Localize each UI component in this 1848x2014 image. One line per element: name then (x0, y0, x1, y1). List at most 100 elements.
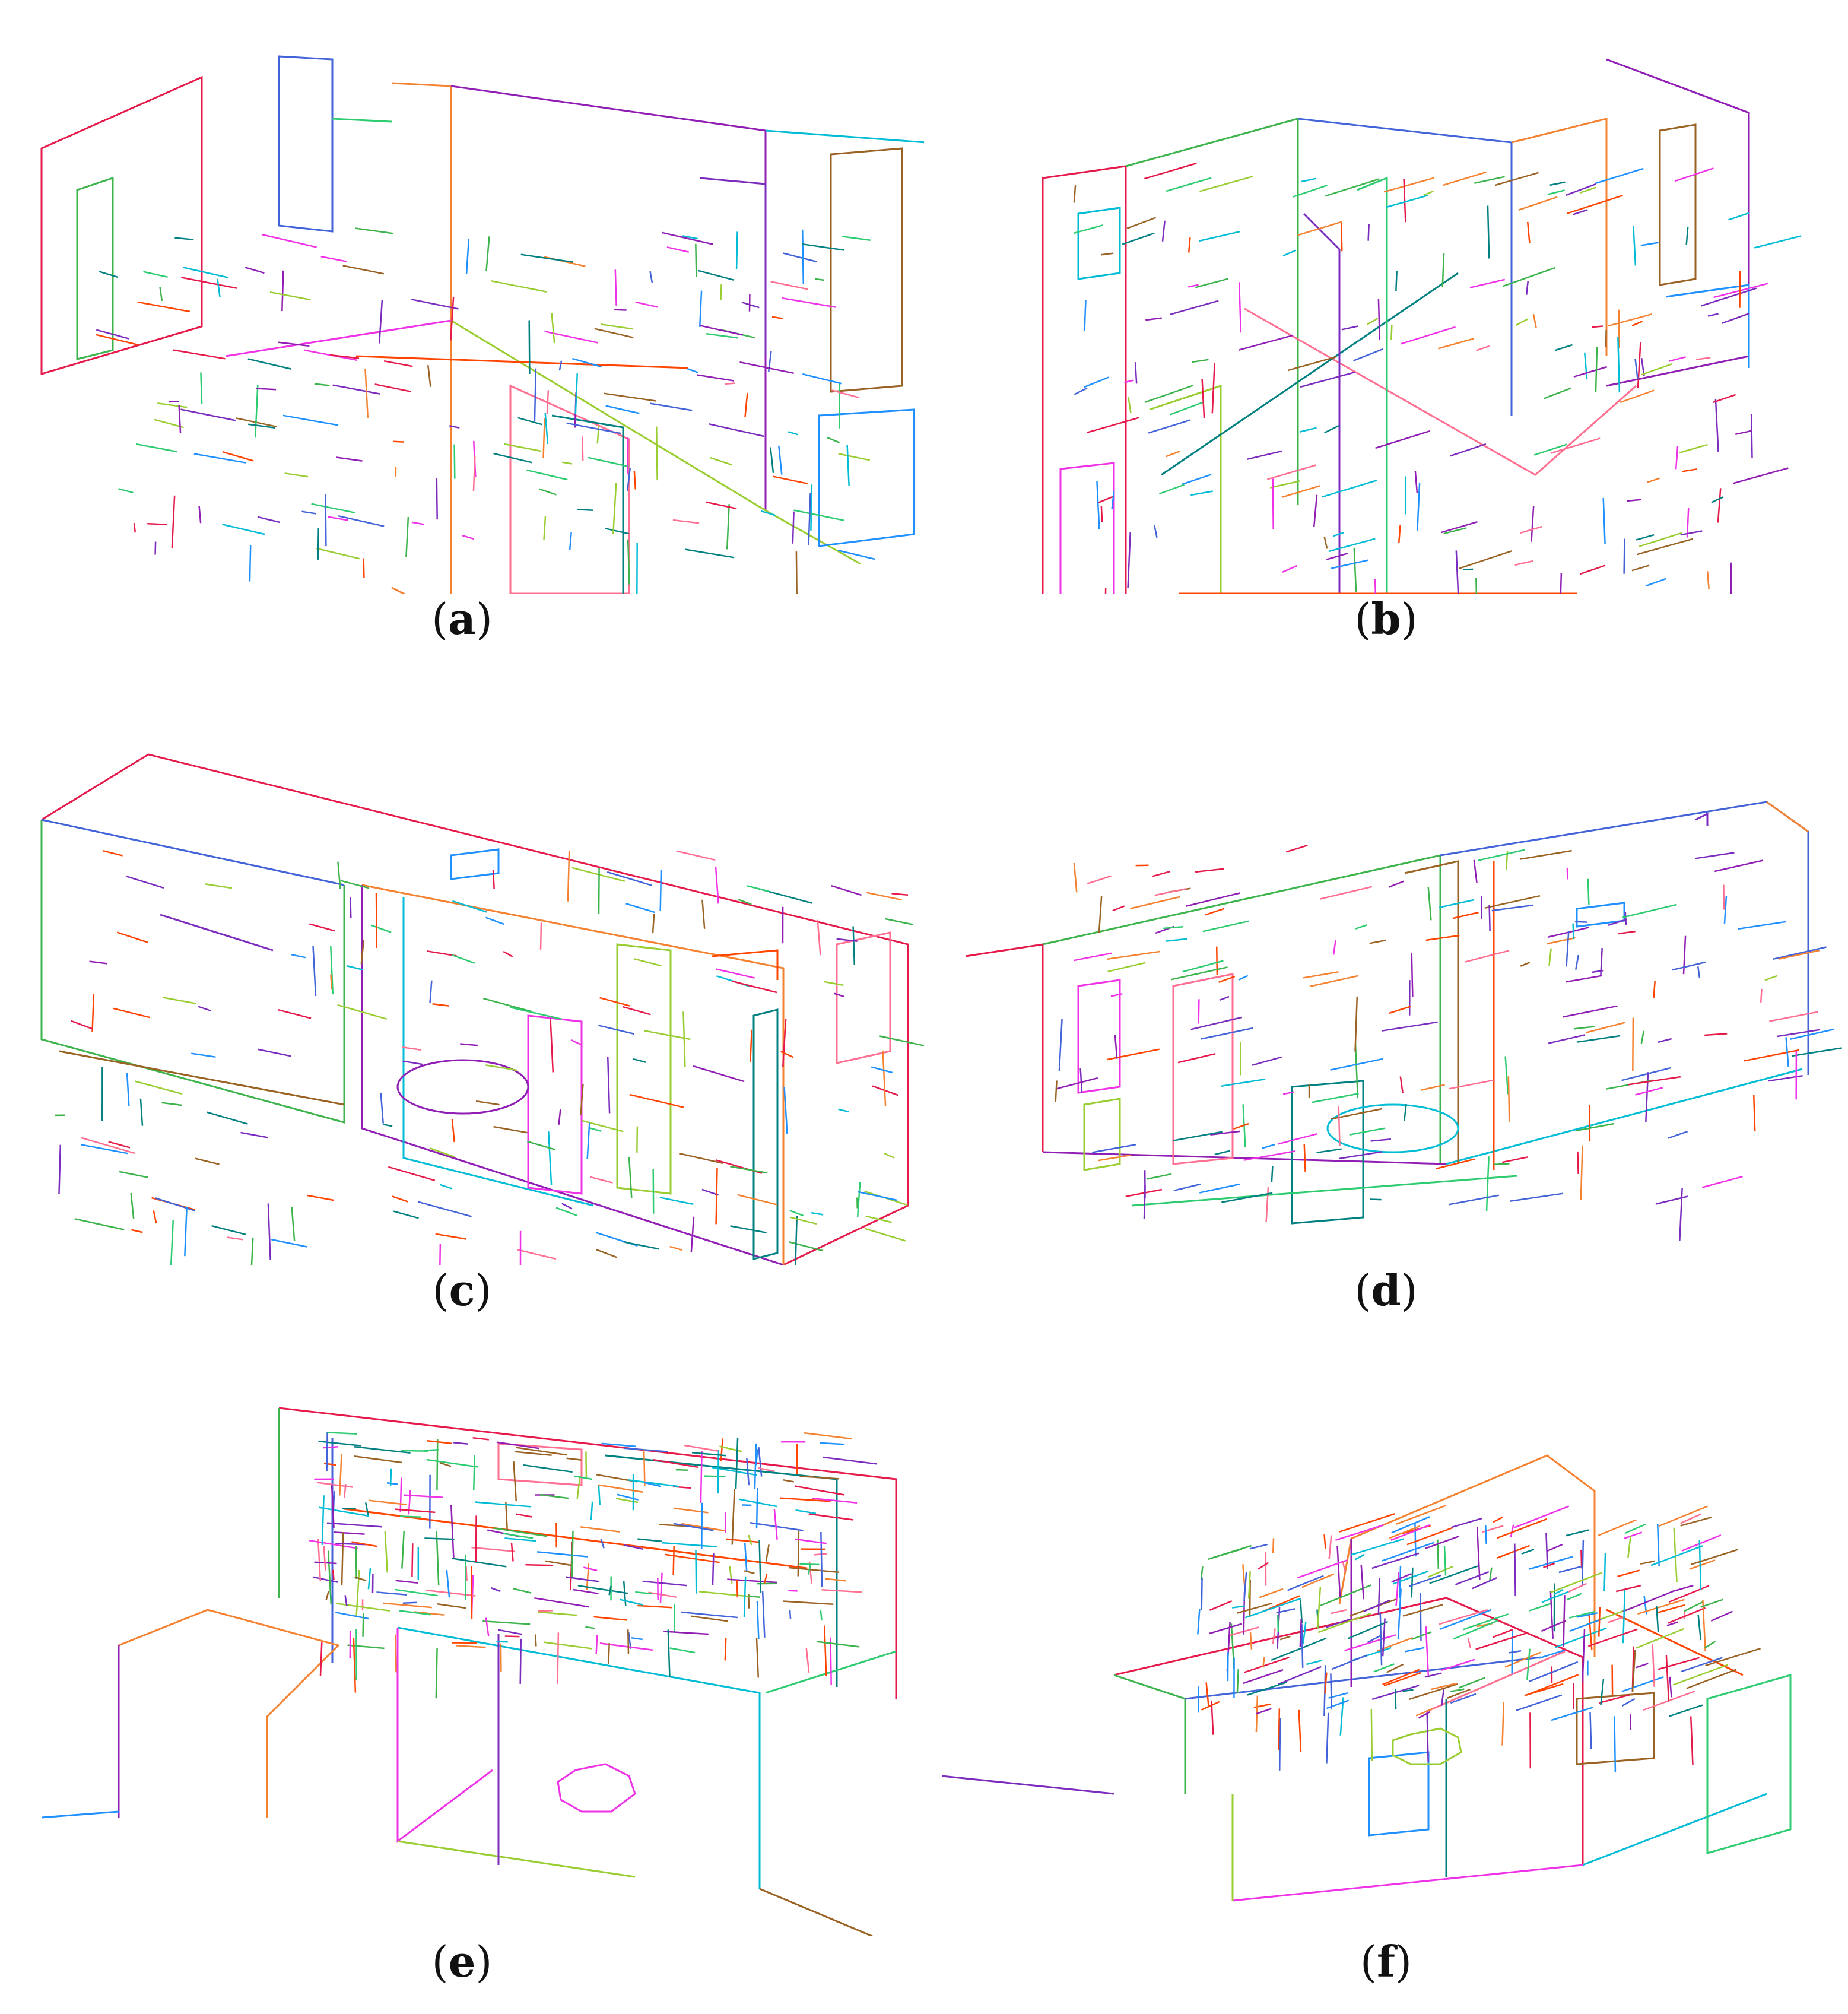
line-segment (700, 1451, 703, 1503)
line-segment (1674, 167, 1714, 182)
line-segment (331, 1485, 335, 1528)
line-segment (317, 1482, 353, 1488)
line-segment (1272, 478, 1274, 529)
line-segment (1211, 362, 1215, 414)
line-segment (1348, 1620, 1389, 1639)
line-segment (1492, 1628, 1513, 1638)
line-segment (808, 493, 811, 545)
line-segment (1563, 1005, 1618, 1018)
caption-e: (e) (431, 1936, 493, 1987)
line-segment (1398, 525, 1401, 543)
line-segment (1554, 1588, 1564, 1596)
line-segment (258, 1048, 291, 1057)
line-segment (332, 384, 380, 395)
line-segment (1439, 899, 1475, 909)
line-segment (816, 1641, 860, 1648)
line-segment (125, 875, 164, 889)
line-segment (291, 953, 306, 959)
line-segment (1631, 1650, 1636, 1692)
line-segment (803, 1432, 852, 1440)
line-segment (1711, 496, 1724, 503)
line-segment (1331, 559, 1368, 569)
line-segment (1484, 895, 1541, 909)
line-segment (1541, 1620, 1567, 1632)
line-segment (1617, 1569, 1640, 1578)
line-segment (1399, 1076, 1404, 1094)
line-segment (837, 549, 875, 560)
line-segment (1272, 1538, 1275, 1553)
line-segment (1636, 1628, 1684, 1649)
line-segment (807, 1563, 812, 1575)
line-segment (1342, 1562, 1347, 1572)
line-segment (1221, 1078, 1266, 1087)
line-segment (1134, 362, 1138, 384)
line-segment (601, 323, 633, 330)
line-segment (1717, 488, 1722, 523)
line-segment (1621, 1067, 1672, 1081)
line-segment (788, 431, 798, 436)
line-segment (637, 1604, 672, 1609)
line-segment (682, 235, 698, 240)
line-segment (717, 1450, 720, 1494)
line-segment (1608, 313, 1652, 327)
line-segment (1338, 1106, 1341, 1146)
line-segment (1214, 1150, 1230, 1156)
line-segment (330, 946, 334, 995)
line-segment (1211, 1701, 1214, 1735)
line-segment (1595, 347, 1598, 392)
line-segment (1249, 1543, 1268, 1550)
line-segment (1668, 356, 1686, 362)
line-segment (526, 1140, 555, 1150)
line-segment (746, 1458, 750, 1486)
line-segment (649, 271, 653, 283)
structure-lines-e (41, 1407, 897, 1936)
line-segment (1282, 564, 1297, 573)
line-segment (328, 516, 348, 521)
line-segment (1723, 884, 1725, 910)
line-segment (1321, 479, 1378, 498)
line-segment (369, 1499, 407, 1505)
line-segment (1383, 177, 1434, 193)
line-segment (1672, 1664, 1729, 1686)
line-segment (539, 1493, 569, 1499)
line-segment (1154, 887, 1187, 896)
line-segment (1608, 918, 1627, 926)
caption-letter-e: e (448, 1936, 476, 1987)
line-segment (1367, 318, 1379, 325)
line-segment (1205, 908, 1225, 916)
structure-lines-b (1042, 58, 1750, 594)
line-segment (608, 1585, 612, 1596)
line-segment (256, 388, 277, 391)
line-segment (96, 329, 129, 340)
line-segment (588, 456, 630, 468)
line-segment (493, 452, 532, 464)
line-segment (534, 1597, 589, 1608)
line-segment (1515, 318, 1528, 326)
line-segment (332, 1569, 335, 1580)
line-segment (701, 899, 706, 929)
line-segment (1205, 1682, 1209, 1708)
line-segment (1377, 1578, 1381, 1616)
line-segment (81, 1144, 128, 1155)
line-segment (1438, 1609, 1488, 1625)
line-segment (1411, 1631, 1432, 1641)
line-segment (652, 913, 655, 934)
line-segment (1360, 1564, 1365, 1600)
line-segment (758, 1447, 763, 1477)
line-segment (1367, 1634, 1382, 1644)
line-segment (491, 280, 547, 293)
line-segment (1300, 427, 1317, 433)
line-segment (669, 1647, 696, 1654)
line-segment (1701, 287, 1757, 307)
line-segment (504, 443, 541, 452)
line-segment (472, 456, 476, 491)
line-segment (1369, 939, 1387, 944)
line-segment (629, 1093, 684, 1108)
line-segment (364, 1502, 369, 1515)
line-segment (1186, 892, 1240, 907)
line-segment (737, 1194, 777, 1206)
line-segment (534, 1634, 537, 1647)
line-segment (598, 1484, 643, 1493)
line-segment (1521, 1549, 1535, 1555)
line-segment (1441, 253, 1445, 287)
